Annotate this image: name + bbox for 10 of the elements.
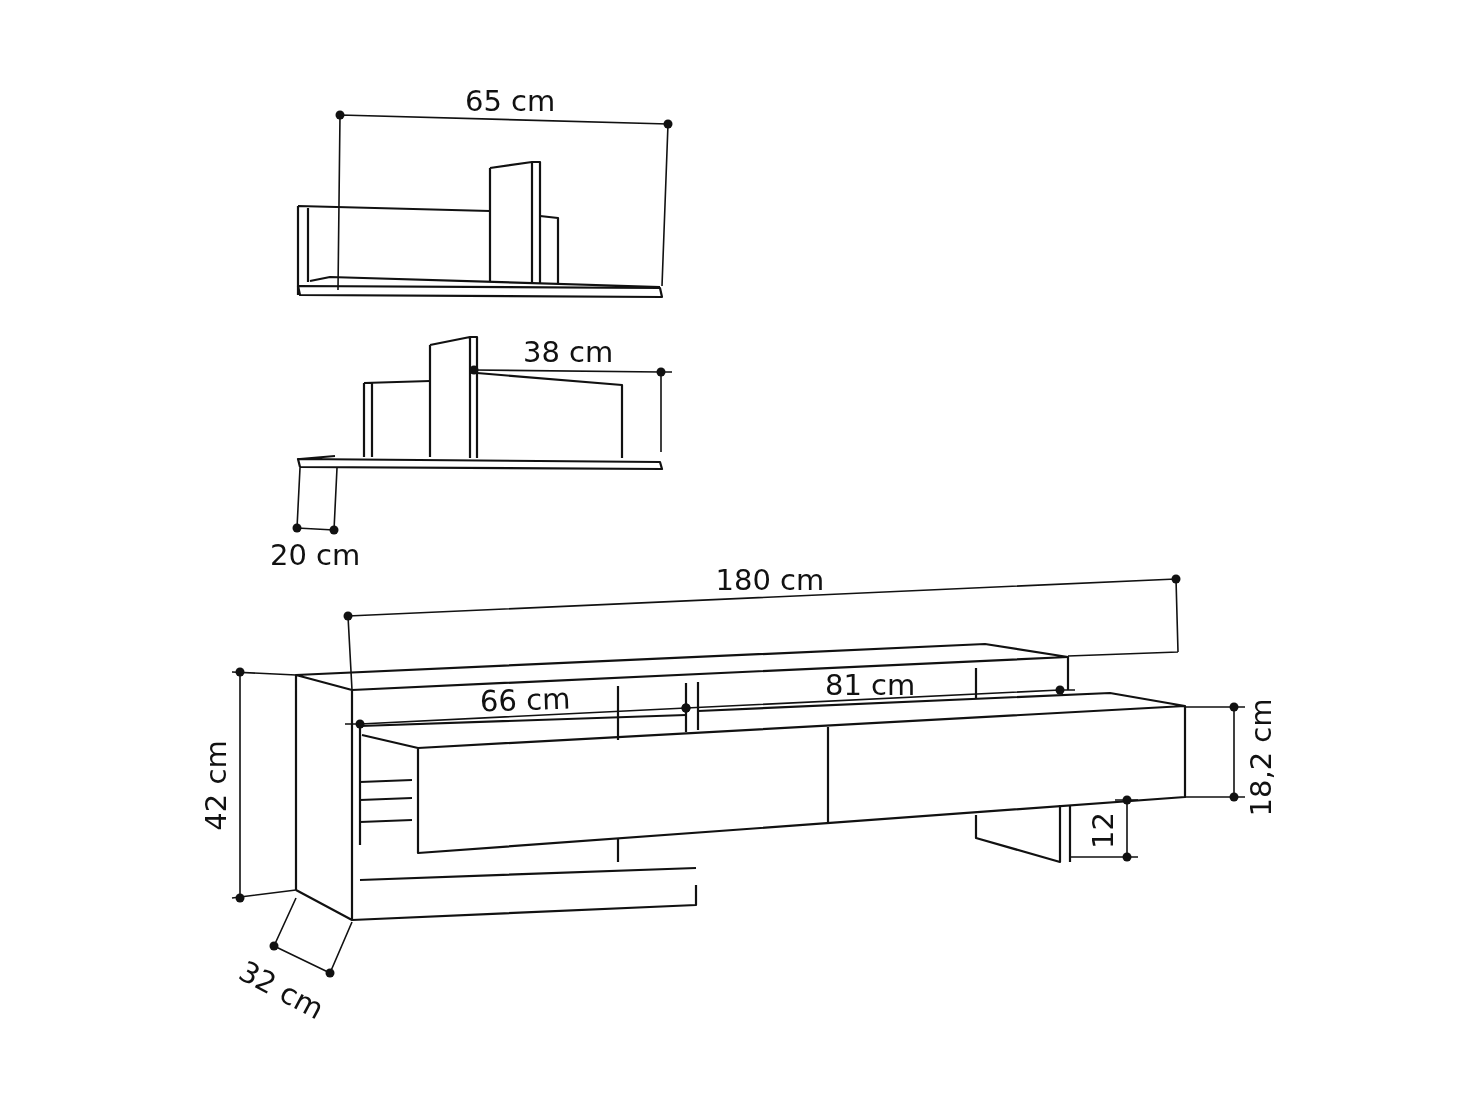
dimension-label: 12 [1088,811,1118,849]
dimension-label: 81 cm [825,670,916,700]
dimension-label: 65 cm [465,86,556,116]
dimension-label: 18,2 cm [1247,698,1277,816]
dimension-label: 180 cm [715,565,825,595]
dimension-label: 66 cm [479,683,571,717]
dimension-label: 20 cm [270,540,361,570]
dimension-label: 38 cm [523,337,614,367]
dimension-label: 32 cm [234,956,328,1024]
dimension-label: 42 cm [201,739,231,831]
